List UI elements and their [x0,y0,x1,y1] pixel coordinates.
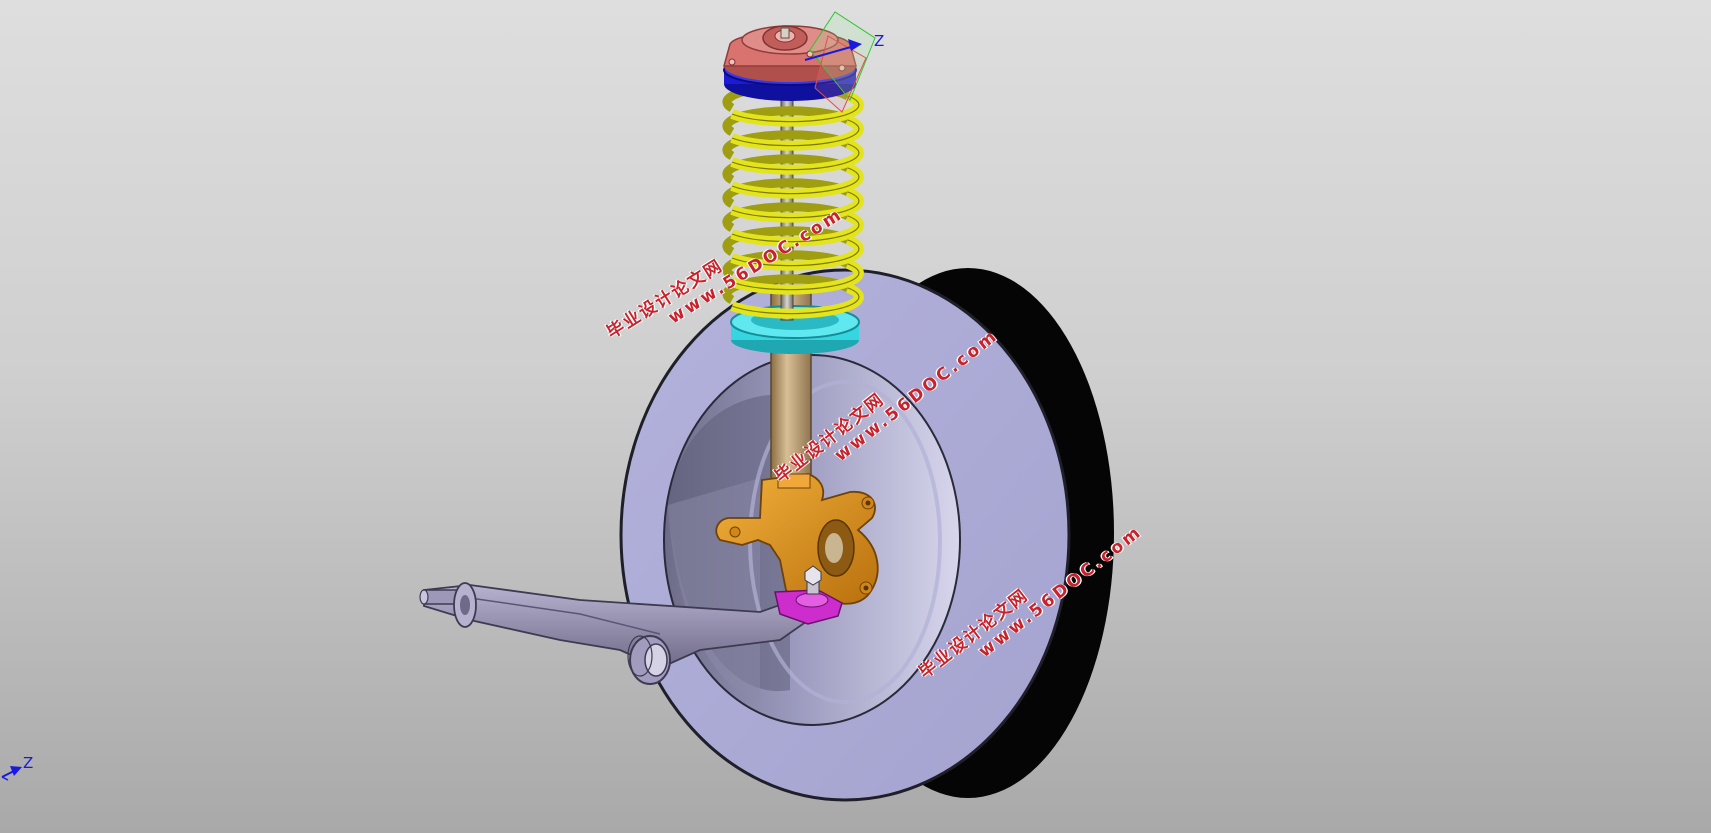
coil-spring-turn-edge [731,143,860,171]
coil-spring-turn-edge [731,191,860,219]
coil-spring[interactable] [722,82,864,319]
ball-joint[interactable] [774,565,843,625]
coil-spring-turn-edge [731,287,860,315]
coil-spring-turn-edge [731,95,860,123]
wheel-tire[interactable] [619,268,1114,802]
coil-spring-turn-edge [731,215,860,243]
top-axis-z-label: Z [874,32,885,50]
coil-spring-turn-edge [731,263,860,291]
lower-control-arm[interactable] [419,582,822,685]
corner-axis-z-label: Z [23,754,34,772]
global-axis-compass [1,766,22,781]
coil-spring-turn-edge [731,239,860,267]
local-axis-triad [804,11,876,113]
coil-spring-turn-edge [731,167,860,195]
steering-knuckle[interactable] [715,473,879,605]
coil-spring-turn-edge [731,119,860,147]
